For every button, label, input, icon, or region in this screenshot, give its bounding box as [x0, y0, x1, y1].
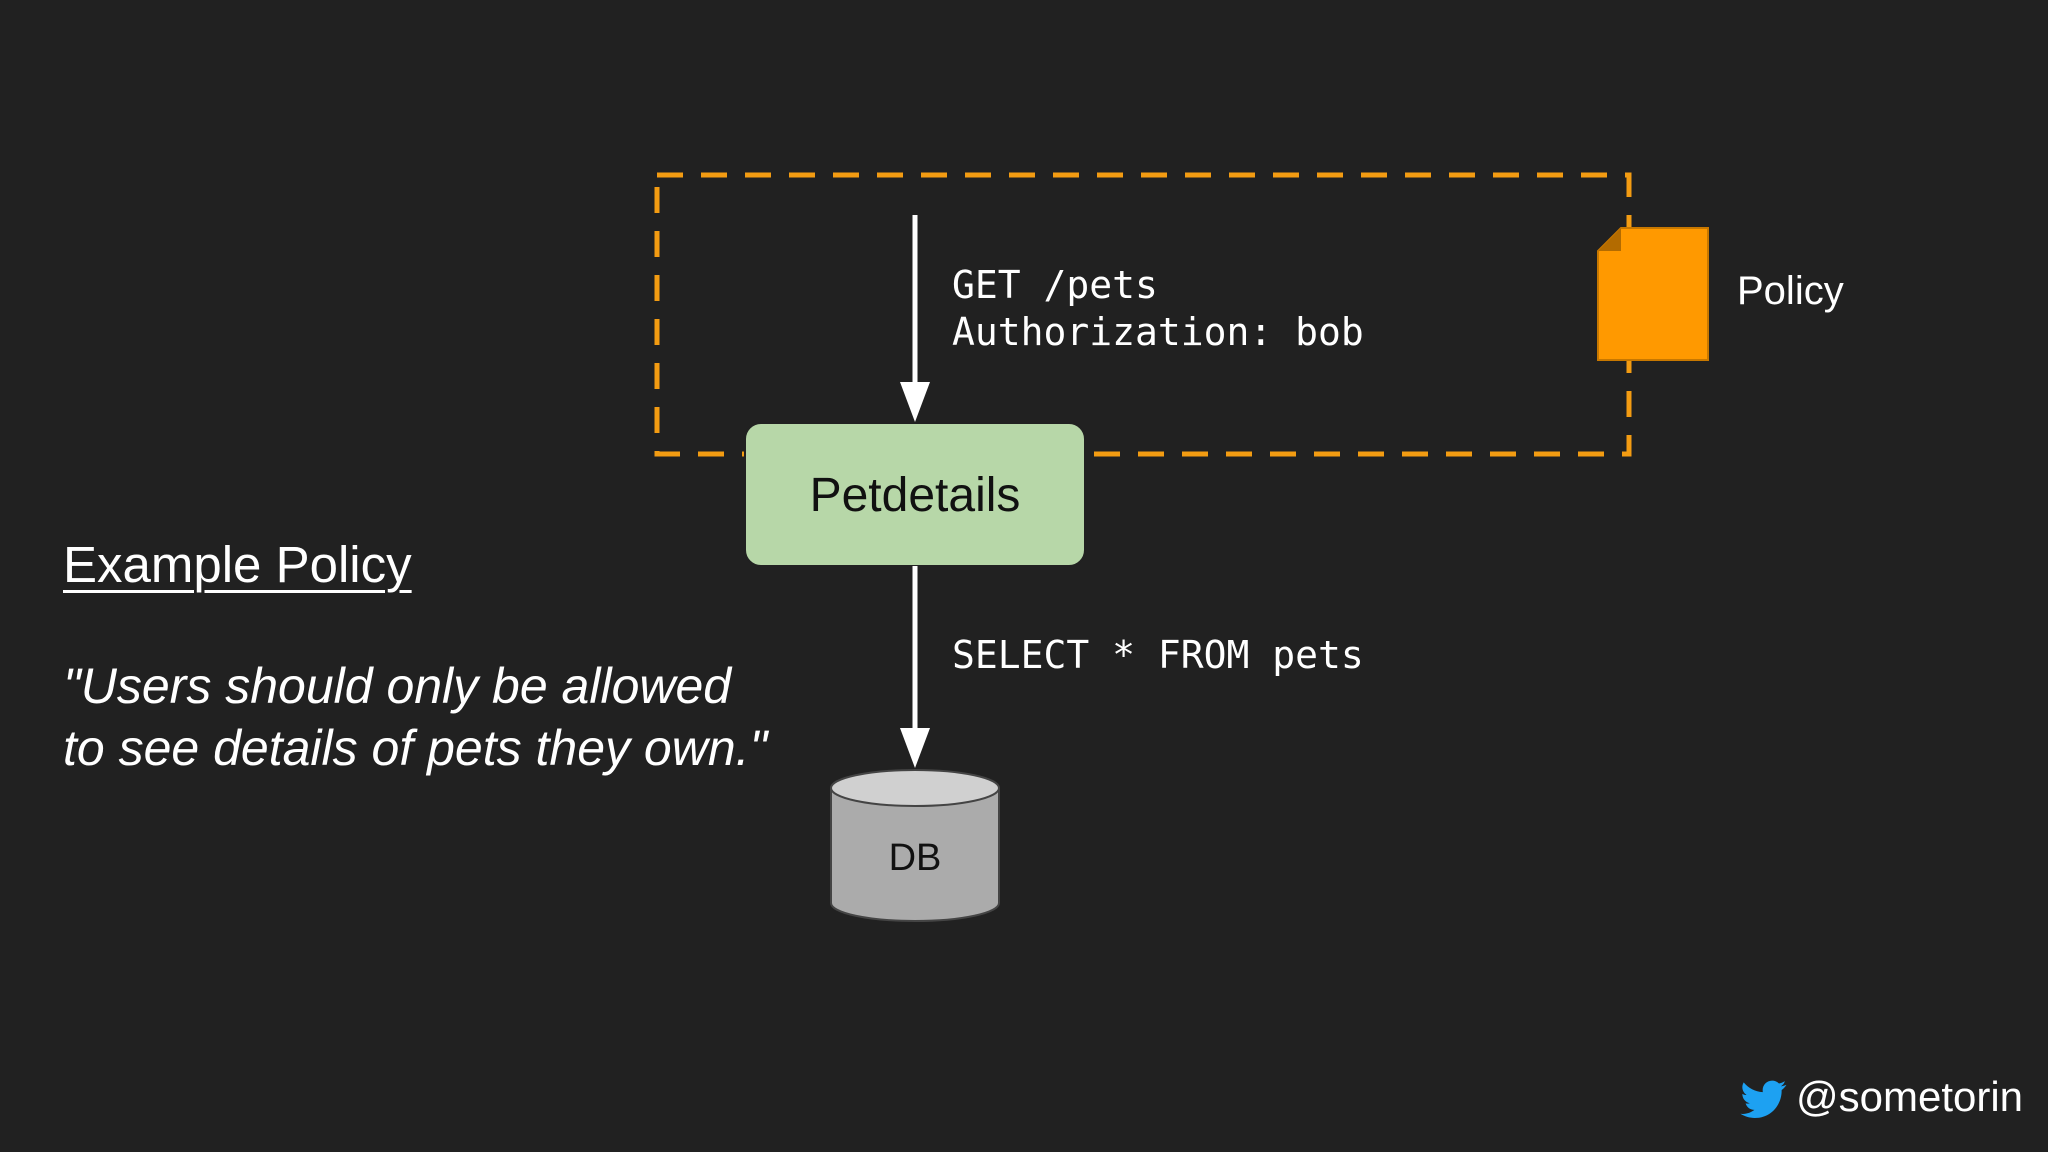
db-label: DB: [889, 837, 942, 879]
example-policy-heading: Example Policy: [63, 536, 412, 593]
query-arrow: [900, 566, 930, 768]
database-cylinder: [830, 769, 1000, 922]
policy-quote: "Users should only be allowed to see det…: [63, 658, 768, 776]
request-line-auth: Authorization: bob: [952, 310, 1364, 354]
request-line-method: GET /pets: [952, 263, 1158, 307]
request-arrow: [900, 215, 930, 422]
petdetails-label: Petdetails: [810, 469, 1021, 522]
policy-label: Policy: [1737, 269, 1844, 313]
query-text: SELECT * FROM pets: [952, 633, 1364, 677]
twitter-handle[interactable]: @sometorin: [1796, 1073, 2024, 1120]
twitter-bird-icon: [1740, 1080, 1787, 1118]
document-icon: [1597, 227, 1709, 361]
